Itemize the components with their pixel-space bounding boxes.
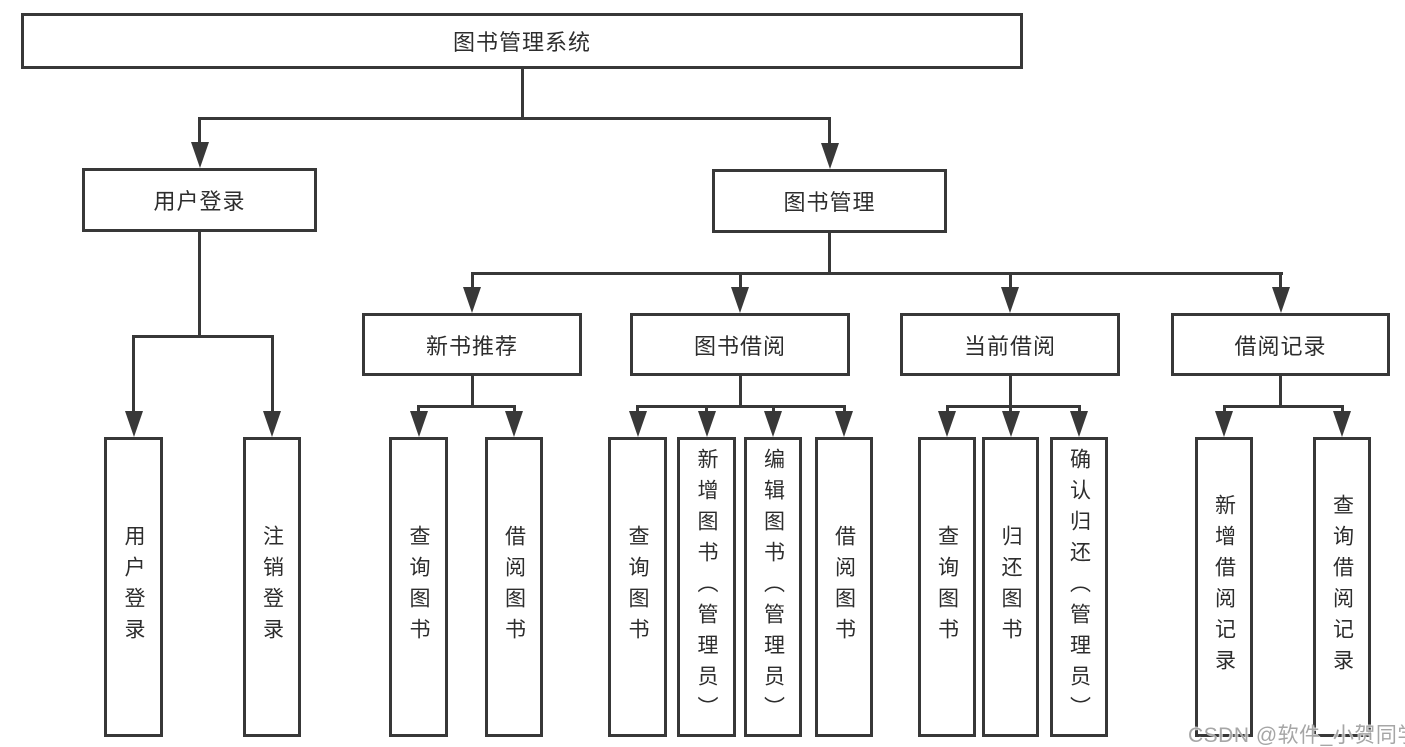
node-label: 确认归还（管理员） [1067, 447, 1091, 727]
connector-line [1340, 405, 1344, 413]
connector-line [270, 335, 274, 414]
connector-line [417, 405, 516, 408]
leaf-bb-borrow-books: 借阅图书 [815, 437, 873, 737]
connector-line [636, 405, 639, 413]
arrowhead-down-icon [1271, 287, 1290, 313]
node-label: 查询借阅记录 [1330, 494, 1354, 680]
connector-line [1222, 405, 1344, 408]
connector-line [132, 335, 135, 414]
node-book-management: 图书管理 [712, 169, 947, 233]
arrowhead-down-icon [1333, 411, 1351, 437]
connector-line [132, 335, 274, 338]
node-label: 编辑图书（管理员） [761, 447, 785, 727]
connector-line [842, 405, 846, 413]
arrowhead-down-icon [409, 411, 428, 437]
node-label: 查询图书 [626, 525, 649, 649]
leaf-user-login: 用户登录 [104, 437, 163, 737]
leaf-logout: 注销登录 [243, 437, 301, 737]
connector-line [705, 405, 708, 413]
node-label: 新增图书（管理员） [695, 447, 718, 727]
leaf-cb-confirm-return-admin: 确认归还（管理员） [1050, 437, 1108, 737]
connector-line [738, 376, 742, 408]
arrowhead-down-icon [628, 411, 647, 437]
arrowhead-down-icon [1001, 287, 1019, 313]
leaf-rec-query-books: 查询图书 [389, 437, 448, 737]
arrowhead-down-icon [124, 411, 143, 437]
node-root-system: 图书管理系统 [21, 13, 1023, 69]
arrowhead-down-icon [1001, 411, 1020, 437]
arrowhead-down-icon [820, 143, 839, 169]
connector-line [945, 405, 1081, 408]
connector-line [198, 117, 831, 120]
node-label: 归还图书 [999, 525, 1022, 649]
arrowhead-down-icon [1215, 411, 1233, 437]
node-label: 图书管理 [783, 190, 876, 215]
arrowhead-down-icon [463, 287, 481, 313]
connector-line [771, 405, 775, 413]
connector-line [1009, 405, 1012, 413]
arrowhead-down-icon [190, 142, 209, 168]
node-book-borrowing: 图书借阅 [630, 313, 850, 376]
csdn-watermark: CSDN @软件_小贺同学 [1188, 724, 1405, 747]
node-label: 借阅图书 [832, 525, 856, 649]
connector-line [738, 272, 742, 290]
node-borrowing-records: 借阅记录 [1171, 313, 1390, 376]
node-current-borrowing: 当前借阅 [900, 313, 1120, 376]
connector-line [1008, 376, 1012, 408]
connector-line [417, 405, 420, 413]
connector-line [198, 232, 201, 338]
connector-line [512, 405, 516, 413]
connector-line [945, 405, 949, 413]
arrowhead-down-icon [731, 287, 749, 313]
node-label: 新书推荐 [425, 333, 518, 359]
node-label: 查询图书 [407, 525, 430, 649]
leaf-cb-return-books: 归还图书 [982, 437, 1039, 737]
arrowhead-down-icon [938, 411, 956, 437]
arrowhead-down-icon [263, 411, 281, 437]
leaf-cb-query-books: 查询图书 [918, 437, 976, 737]
connector-line [1279, 272, 1282, 290]
connector-line [198, 117, 201, 145]
connector-line [470, 272, 474, 290]
connector-line [1008, 272, 1012, 290]
node-label: 用户登录 [122, 525, 145, 649]
node-label: 注销登录 [260, 525, 284, 649]
connector-line [520, 68, 524, 118]
connector-line [1077, 405, 1081, 413]
connector-line [636, 405, 846, 408]
node-label: 借阅图书 [502, 525, 526, 649]
leaf-br-add-record: 新增借阅记录 [1195, 437, 1253, 737]
leaf-br-query-record: 查询借阅记录 [1313, 437, 1371, 737]
connector-line [828, 233, 831, 275]
node-label: 当前借阅 [963, 333, 1056, 359]
node-new-book-recommendation: 新书推荐 [362, 313, 582, 376]
connector-line [470, 272, 1283, 275]
node-label: 查询图书 [935, 525, 959, 649]
arrowhead-down-icon [505, 411, 523, 437]
connector-line [470, 376, 474, 408]
node-label: 图书管理系统 [452, 30, 591, 55]
connector-line [1222, 405, 1226, 413]
arrowhead-down-icon [697, 411, 716, 437]
leaf-rec-borrow-books: 借阅图书 [485, 437, 543, 737]
arrowhead-down-icon [1070, 411, 1088, 437]
connector-line [1279, 376, 1282, 408]
node-label: 用户登录 [153, 189, 246, 214]
connector-line [828, 117, 831, 146]
node-label: 新增借阅记录 [1212, 494, 1236, 680]
leaf-bb-add-books-admin: 新增图书（管理员） [677, 437, 736, 737]
node-label: 图书借阅 [693, 333, 786, 359]
arrowhead-down-icon [764, 411, 782, 437]
leaf-bb-query-books: 查询图书 [608, 437, 667, 737]
node-user-login: 用户登录 [82, 168, 317, 232]
leaf-bb-edit-books-admin: 编辑图书（管理员） [744, 437, 802, 737]
node-label: 借阅记录 [1234, 333, 1327, 359]
arrowhead-down-icon [835, 411, 853, 437]
